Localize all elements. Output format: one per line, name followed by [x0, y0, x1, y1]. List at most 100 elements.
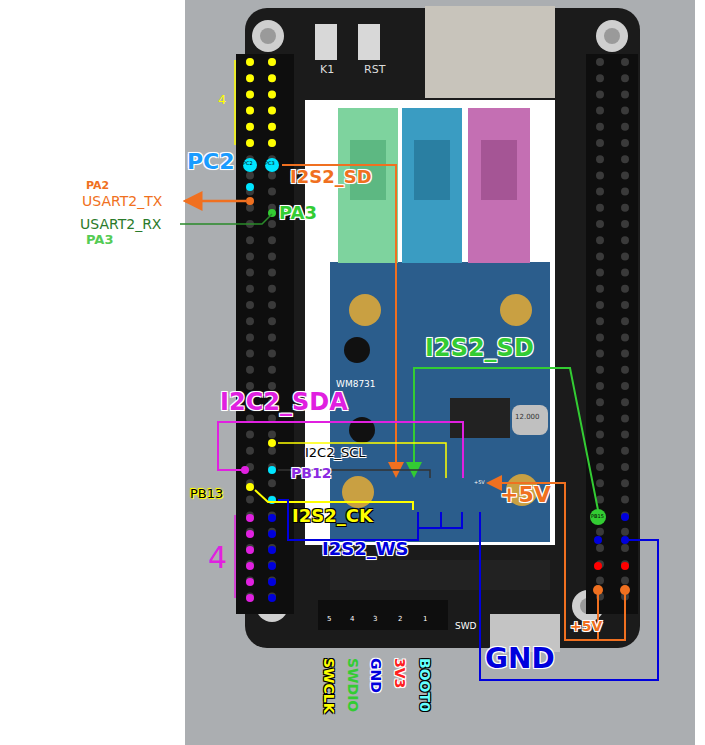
header-pin — [596, 317, 604, 325]
power-label: +5V — [500, 484, 551, 506]
pin-header — [586, 54, 638, 614]
standoff — [342, 476, 374, 508]
signal-label: I2S2_SD — [425, 336, 534, 360]
photo-background — [185, 0, 695, 745]
pin-name: 3V3 — [393, 658, 407, 688]
signal-wire — [218, 422, 463, 478]
header-pin — [621, 90, 629, 98]
header-pin — [268, 479, 276, 487]
pin-number: 2 — [398, 616, 402, 623]
silkscreen-text: 12.000 — [515, 414, 540, 421]
header-pin — [596, 398, 604, 406]
power-wire — [597, 594, 599, 640]
highlight-pin — [621, 513, 629, 521]
header-pin — [621, 544, 629, 552]
header-pin — [621, 269, 629, 277]
pin-label: PC3 — [265, 161, 275, 166]
button — [358, 24, 380, 60]
highlight-pin — [268, 578, 276, 586]
header-pin — [596, 431, 604, 439]
highlight-pin — [268, 439, 276, 447]
header-pin — [246, 236, 254, 244]
pin-number: 5 — [327, 616, 331, 623]
header-pin — [596, 447, 604, 455]
pin-name: PB12 — [291, 466, 331, 480]
header-pin — [596, 382, 604, 390]
pin-label: PC2 — [243, 161, 253, 166]
crystal — [512, 405, 548, 435]
header-pin — [246, 301, 254, 309]
highlight-pin — [265, 158, 279, 172]
highlight-pin — [246, 578, 254, 586]
header-pin — [268, 431, 276, 439]
highlight-pin — [268, 562, 276, 570]
module-backdrop — [305, 100, 555, 545]
header-pin — [268, 269, 276, 277]
header-pin — [268, 107, 276, 115]
callout-number: 4 — [208, 543, 227, 573]
highlight-pin — [246, 183, 254, 191]
signal-label: I2C2_SCL — [305, 446, 366, 459]
silkscreen-text: RST — [364, 64, 385, 75]
highlight-pin — [620, 585, 630, 595]
header-pin — [268, 317, 276, 325]
header-pin — [246, 171, 254, 179]
highlight-pin — [246, 546, 254, 554]
bracket — [234, 60, 236, 145]
header-pin — [596, 528, 604, 536]
highlight-pin — [268, 466, 276, 474]
header-pin — [596, 107, 604, 115]
highlight-pin — [243, 158, 257, 172]
header-pin — [596, 576, 604, 584]
header-pin — [246, 382, 254, 390]
pin-label: PB15 — [591, 514, 604, 519]
header-pin — [268, 301, 276, 309]
highlight-pin — [268, 74, 276, 82]
capacitor — [344, 337, 370, 363]
standoff — [500, 294, 532, 326]
header-pin — [621, 204, 629, 212]
header-pin — [268, 123, 276, 131]
header-pin — [621, 188, 629, 196]
standoff — [349, 294, 381, 326]
pin-name: PB13 — [190, 487, 223, 500]
header-pin — [268, 139, 276, 147]
header-pin — [621, 528, 629, 536]
header-pin — [268, 285, 276, 293]
header-pin — [268, 382, 276, 390]
header-pin — [596, 366, 604, 374]
silkscreen-text: SWD — [455, 622, 477, 631]
header-pin — [621, 398, 629, 406]
pin-label: +5V — [474, 480, 485, 485]
header-pin — [621, 123, 629, 131]
highlight-pin — [246, 483, 254, 491]
header-pin — [596, 301, 604, 309]
capacitor — [349, 417, 375, 443]
bracket — [234, 515, 236, 598]
header-pin — [596, 155, 604, 163]
mount-hole — [252, 20, 284, 52]
header-pin — [596, 252, 604, 260]
mount-hole — [596, 20, 628, 52]
header-pin — [268, 171, 276, 179]
header-pin — [268, 333, 276, 341]
highlight-pin — [246, 594, 254, 602]
header-pin — [621, 333, 629, 341]
header-pin — [246, 74, 254, 82]
header-pin — [246, 252, 254, 260]
header-pin — [621, 431, 629, 439]
header-pin — [621, 447, 629, 455]
header-pin — [596, 544, 604, 552]
header-pin — [596, 285, 604, 293]
power-label: +5V — [570, 619, 602, 633]
header-pin — [621, 479, 629, 487]
pin-number: 4 — [350, 616, 354, 623]
highlight-pin — [621, 562, 629, 570]
header-pin — [621, 495, 629, 503]
signal-label: I2C2_SDA — [220, 390, 348, 414]
header-pin — [268, 350, 276, 358]
signal-label: I2S2_SD — [290, 168, 372, 186]
header-pin — [268, 252, 276, 260]
pin-name: BOOT0 — [418, 658, 432, 712]
